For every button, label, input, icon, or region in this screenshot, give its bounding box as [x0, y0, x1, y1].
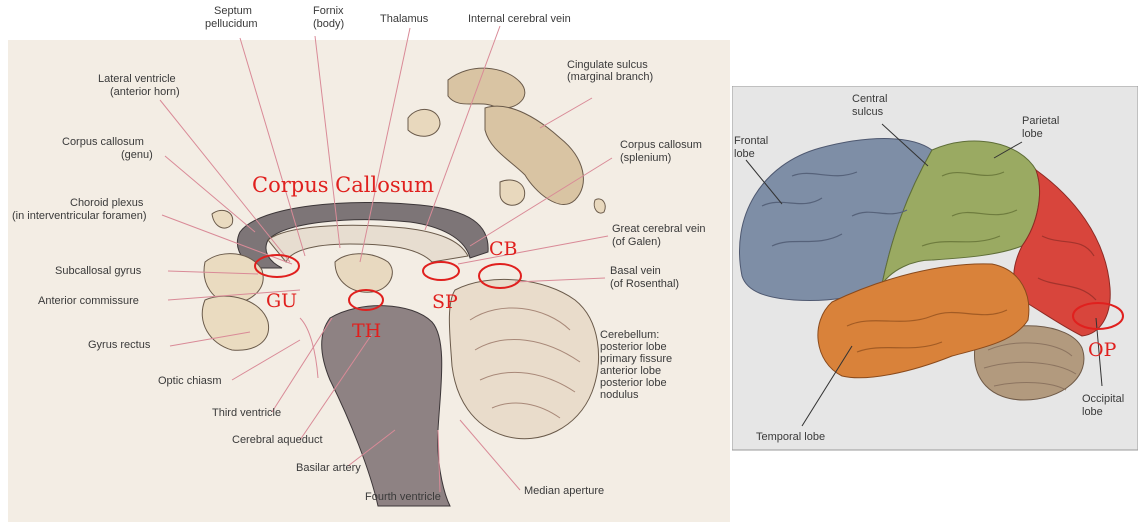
label-lateral-ventricle-2: (anterior horn) [110, 86, 180, 98]
label-central-2: sulcus [852, 106, 884, 118]
lateral-diagram: Central sulcus Parietal lobe Frontal lob… [732, 86, 1138, 454]
gyrus-fragment-2 [500, 180, 525, 205]
label-temporal: Temporal lobe [756, 431, 825, 443]
label-cerebellum-1: Cerebellum: [600, 329, 659, 341]
label-thalamus: Thalamus [380, 13, 429, 25]
label-cerebellum-4: anterior lobe [600, 365, 661, 377]
label-parietal-2: lobe [1022, 128, 1043, 140]
annotation-gu: GU [266, 290, 297, 312]
annotation-th: TH [352, 320, 381, 342]
label-great-vein-2: (of Galen) [612, 236, 661, 248]
sagittal-diagram: Septum pellucidum Fornix (body) Thalamus… [0, 0, 732, 522]
label-central-1: Central [852, 93, 887, 105]
label-cerebellum-3: primary fissure [600, 353, 672, 365]
label-cerebellum-2: posterior lobe [600, 341, 667, 353]
label-cc-splenium-1: Corpus callosum [620, 139, 702, 151]
label-cerebellum-6: nodulus [600, 389, 639, 401]
label-fourth-ventricle: Fourth ventricle [365, 491, 441, 503]
label-septum-1: Septum [214, 5, 252, 17]
label-cerebellum-5: posterior lobe [600, 377, 667, 389]
label-lateral-ventricle-1: Lateral ventricle [98, 73, 176, 85]
label-cingulate-2: (marginal branch) [567, 71, 653, 83]
label-median-aperture: Median aperture [524, 485, 604, 497]
annotation-cb: CB [489, 238, 518, 260]
label-basal-vein-1: Basal vein [610, 265, 661, 277]
label-fornix-1: Fornix [313, 5, 344, 17]
label-anterior-commissure: Anterior commissure [38, 295, 139, 307]
label-septum-2: pellucidum [205, 18, 258, 30]
label-great-vein-1: Great cerebral vein [612, 223, 706, 235]
label-cc-genu-2: (genu) [121, 149, 153, 161]
label-frontal-2: lobe [734, 148, 755, 160]
label-subcallosal: Subcallosal gyrus [55, 265, 142, 277]
label-cc-splenium-2: (splenium) [620, 152, 671, 164]
label-internal-cerebral-vein: Internal cerebral vein [468, 13, 571, 25]
label-occipital-1: Occipital [1082, 393, 1124, 405]
label-choroid-1: Choroid plexus [70, 197, 144, 209]
annotation-corpus-callosum: Corpus Callosum [252, 173, 434, 197]
gyrus-fragment-1 [408, 109, 440, 136]
annotation-op: OP [1088, 339, 1117, 361]
label-occipital-2: lobe [1082, 406, 1103, 418]
annotation-sp: SP [432, 291, 458, 313]
label-cerebral-aqueduct: Cerebral aqueduct [232, 434, 323, 446]
label-gyrus-rectus: Gyrus rectus [88, 339, 151, 351]
gyrus-fragment-3 [594, 199, 605, 213]
label-parietal-1: Parietal [1022, 115, 1059, 127]
label-cingulate-1: Cingulate sulcus [567, 59, 648, 71]
sagittal-svg: Septum pellucidum Fornix (body) Thalamus… [0, 0, 732, 522]
label-third-ventricle: Third ventricle [212, 407, 281, 419]
label-frontal-1: Frontal [734, 135, 768, 147]
label-basal-vein-2: (of Rosenthal) [610, 278, 679, 290]
label-cc-genu-1: Corpus callosum [62, 136, 144, 148]
label-basilar-artery: Basilar artery [296, 462, 361, 474]
label-fornix-2: (body) [313, 18, 344, 30]
label-choroid-2: (in interventricular foramen) [12, 210, 147, 222]
label-optic-chiasm: Optic chiasm [158, 375, 222, 387]
lateral-svg: Central sulcus Parietal lobe Frontal lob… [732, 86, 1138, 454]
